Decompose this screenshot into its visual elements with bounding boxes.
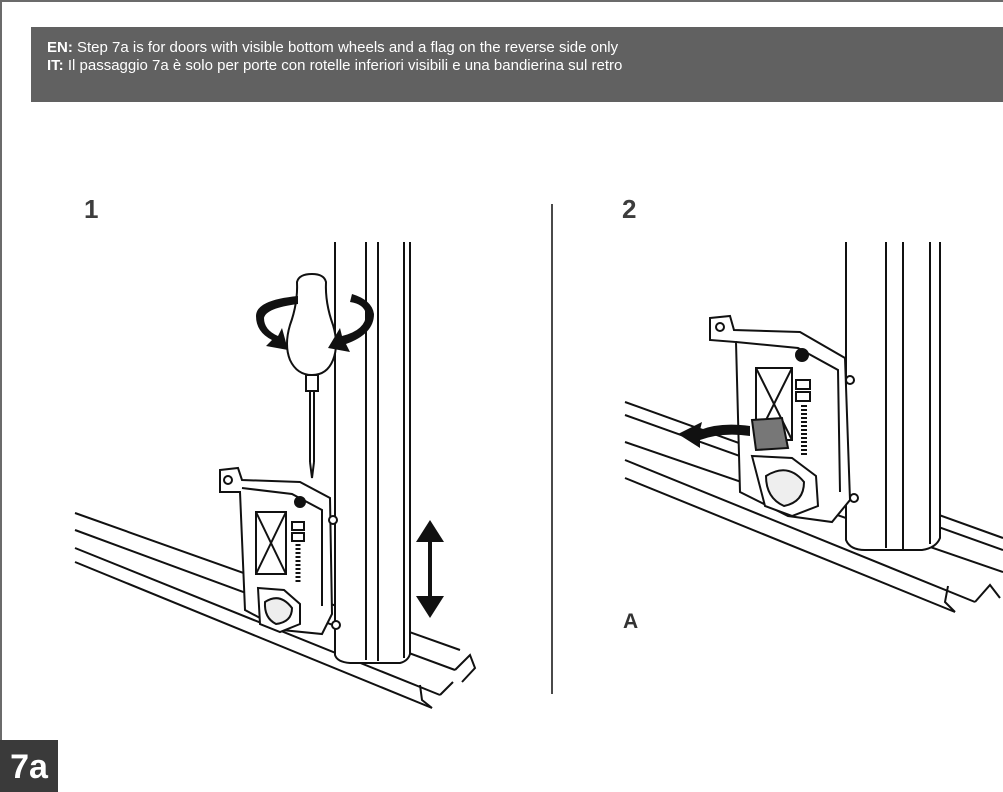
instruction-banner: EN: Step 7a is for doors with visible bo…	[31, 27, 1003, 102]
wheel-bracket	[219, 466, 341, 636]
banner-en-text: Step 7a is for doors with visible bottom…	[72, 39, 619, 56]
door-stile	[334, 242, 411, 664]
panel-2-number: 2	[622, 194, 637, 224]
banner-it-text: Il passaggio 7a è solo per porte con rot…	[63, 57, 623, 74]
banner-it-prefix: IT:	[47, 57, 64, 74]
banner-en-prefix: EN:	[47, 39, 73, 56]
page-frame-top	[0, 0, 1003, 2]
left-arrow-icon	[678, 422, 750, 448]
up-down-arrow-icon	[416, 520, 444, 618]
panel-1-illustration	[74, 242, 477, 709]
banner-line-en: EN: Step 7a is for doors with visible bo…	[47, 39, 987, 57]
step-badge: 7a	[0, 740, 58, 792]
wheel-bracket-closeup	[709, 314, 859, 524]
screwdriver-icon	[286, 272, 337, 479]
rotate-arrows-icon	[256, 294, 374, 352]
panel-1-number: 1	[84, 194, 99, 224]
door-stile-closeup	[845, 242, 941, 551]
panel-2-label-a: A	[623, 610, 639, 633]
panel-2-illustration	[624, 242, 1003, 613]
banner-line-it: IT: Il passaggio 7a è solo per porte con…	[47, 57, 987, 75]
page-frame-left	[0, 0, 2, 792]
panel-divider	[551, 204, 553, 694]
